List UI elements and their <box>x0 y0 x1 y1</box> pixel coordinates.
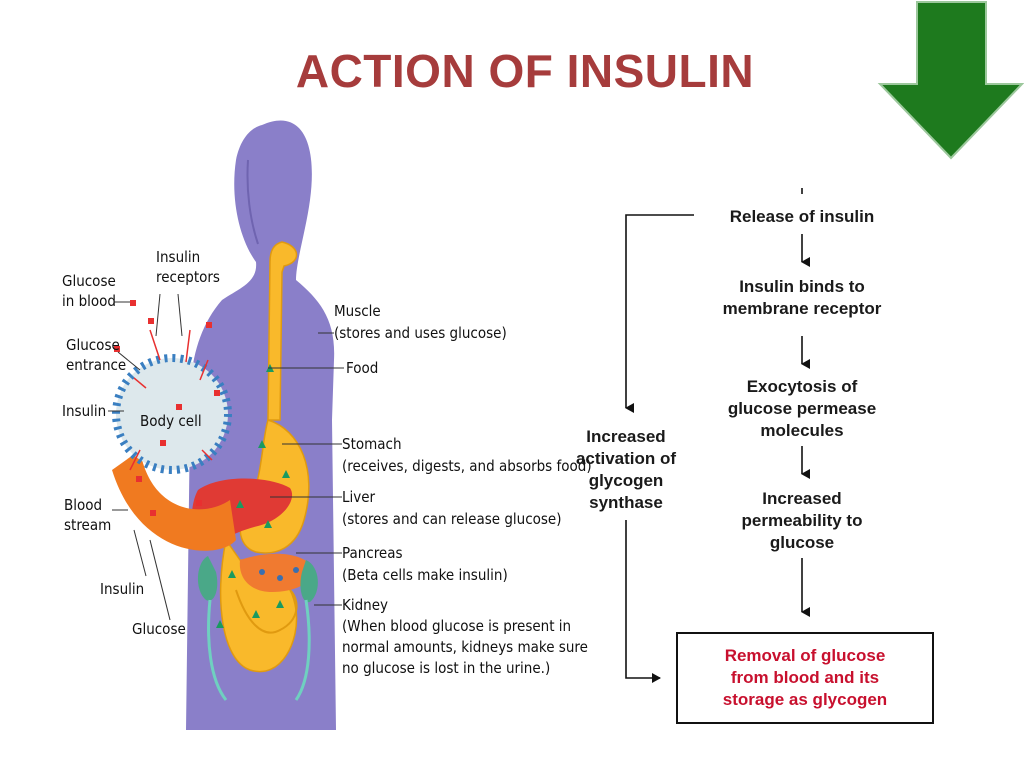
label-liver: Liver(stores and can release glucose) <box>342 488 562 528</box>
pancreas <box>239 553 313 592</box>
label-body-cell: Body cell <box>140 412 202 430</box>
down-arrow-icon <box>877 1 1024 160</box>
blood-stream <box>112 450 236 551</box>
label-insulin-2: Insulin <box>100 580 144 598</box>
label-food: Food <box>346 359 378 377</box>
page-title: ACTION OF INSULIN <box>295 45 755 97</box>
flow-step-permeability: Increased permeability to glucose <box>741 489 863 552</box>
label-stomach: Stomach(receives, digests, and absorbs f… <box>342 435 592 475</box>
label-muscle: Muscle(stores and uses glucose) <box>334 302 507 342</box>
flow-result-box: Removal of glucose from blood and its st… <box>676 632 934 724</box>
kidney-right <box>300 560 318 603</box>
leader-lines <box>108 293 344 621</box>
insulin-dots <box>259 567 299 581</box>
flow-arrows <box>625 188 810 683</box>
label-glucose: Glucose <box>132 620 186 638</box>
label-insulin: Insulin <box>62 402 106 420</box>
flow-step-release: Release of insulin <box>729 207 875 226</box>
kidney-left <box>197 556 218 601</box>
flow-step-binds: Insulin binds to membrane receptor <box>722 277 882 318</box>
label-pancreas: Pancreas(Beta cells make insulin) <box>342 544 508 584</box>
body-cell <box>112 300 232 516</box>
flow-step-exocytosis: Exocytosis of glucose permease molecules <box>727 377 877 440</box>
flow-side-glycogen-synthase: Increased activation of glycogen synthas… <box>575 427 677 512</box>
